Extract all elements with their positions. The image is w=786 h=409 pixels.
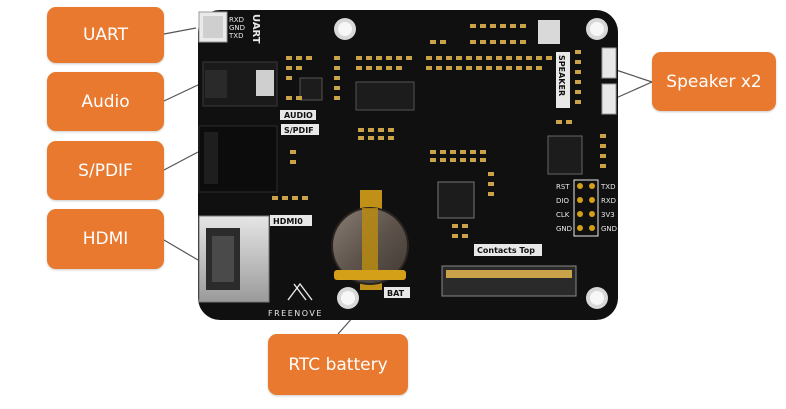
callout-uart: UART	[47, 7, 164, 63]
speaker-connectors	[601, 47, 617, 115]
hdmi-silk-label: HDMI0	[273, 217, 303, 226]
uart-pin-txd: TXD	[228, 32, 243, 40]
speaker-silk-label: SPEAKER	[557, 55, 566, 96]
freenove-brand: FREENOVE	[268, 309, 323, 318]
debug-pin-txd: TXD	[600, 183, 615, 191]
audio-silk-label: AUDIO	[284, 111, 313, 120]
callout-hdmi: HDMI	[47, 209, 164, 269]
debug-pin-gnd-left: GND	[556, 225, 572, 233]
callout-rtc-battery: RTC battery	[268, 334, 408, 395]
debug-pin-gnd-right: GND	[601, 225, 617, 233]
debug-pin-3v3: 3V3	[601, 211, 615, 219]
debug-pin-clk: CLK	[556, 211, 570, 219]
freenove-logo-icon	[287, 282, 313, 301]
callout-spdif: S/PDIF	[47, 141, 164, 200]
callout-speaker: Speaker x2	[652, 52, 776, 111]
spdif-silk-label: S/PDIF	[284, 126, 314, 135]
contacts-top-label: Contacts Top	[477, 246, 535, 255]
debug-pin-dio: DIO	[556, 197, 569, 205]
bat-silk-label: BAT	[387, 289, 405, 298]
mounting-holes	[334, 18, 608, 309]
uart-pin-gnd: GND	[229, 24, 245, 32]
debug-pin-rxd: RXD	[601, 197, 616, 205]
uart-pin-rxd: RXD	[229, 16, 244, 24]
callout-audio: Audio	[47, 72, 164, 131]
audio-codec-ic	[355, 81, 415, 111]
rtc-battery	[331, 190, 409, 290]
debug-pin-rst: RST	[556, 183, 570, 191]
main-ic	[437, 181, 475, 219]
uart-silk-label: UART	[250, 14, 261, 44]
debug-header	[573, 179, 599, 237]
smd-components	[272, 24, 606, 238]
